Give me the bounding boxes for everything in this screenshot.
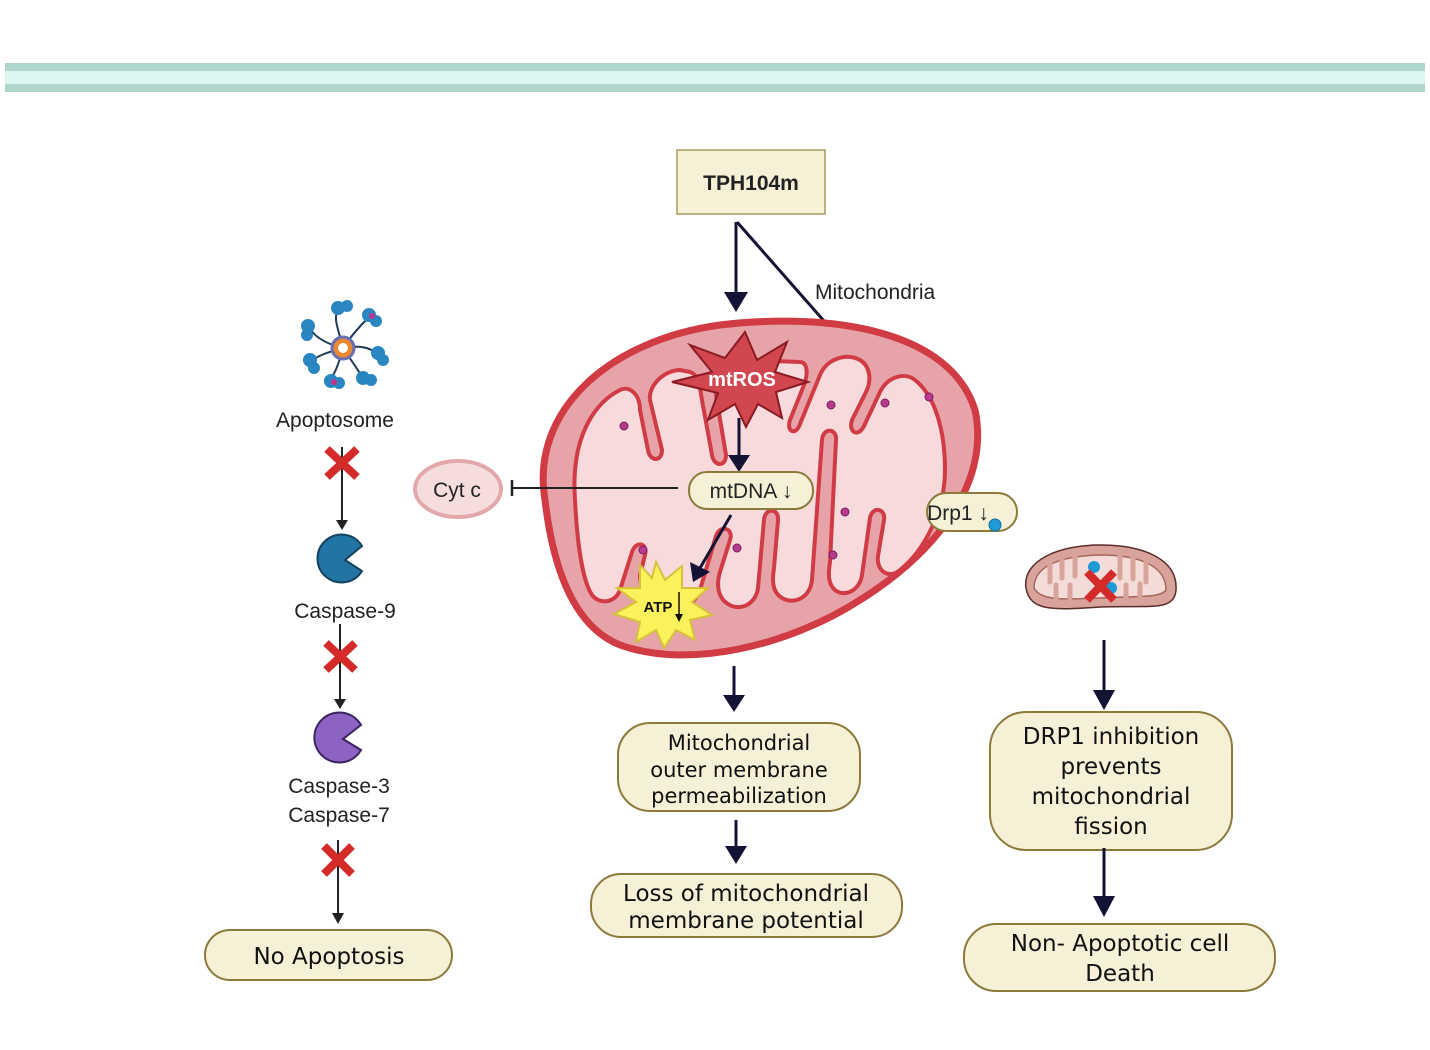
cyt-c-label: Cyt c [433,479,481,502]
drp1-label: Drp1 ↓ [927,502,989,525]
momp-box: Mitochondrial outer membrane permeabiliz… [617,722,861,812]
mtdna-box: mtDNA ↓ [688,471,814,510]
arrowhead-mtdna-to-atp [690,562,710,582]
arrowhead-drug-to-mito [724,292,748,312]
no-apoptosis-box: No Apoptosis [204,929,453,981]
momp-line-3: permeabilization [651,784,827,808]
drp1-box: Drp1 ↓ [926,492,1018,532]
mtros-label: mtROS [708,369,776,391]
inhibit-x-1 [324,446,360,480]
mitochondria-label: Mitochondria [815,281,936,304]
loss-line-2: membrane potential [628,908,863,934]
loss-line-1: Loss of mitochondrial [623,881,869,907]
atp-burst: ATP [611,559,715,651]
drp1-protein-dot [988,518,1002,532]
death-line-1: Non- Apoptotic cell [1011,931,1230,957]
caspase3-label: Caspase-3 [288,775,390,798]
drp1-inhibition-line-2: prevents [1060,754,1161,780]
mtros-burst: mtROS [671,330,812,430]
matrix-granules [619,392,934,560]
membrane-potential-box: Loss of mitochondrial membrane potential [590,873,903,938]
apoptosome-icon [301,300,389,389]
header-band [5,63,1425,92]
small-mitochondrion-icon [1025,544,1177,610]
drp1-inhibition-line-1: DRP1 inhibition [1023,724,1200,750]
drp1-inhibition-box: DRP1 inhibition prevents mitochondrial f… [989,711,1233,851]
non-apoptotic-death-box: Non- Apoptotic cell Death [963,923,1276,992]
caspase37-icon [313,711,363,764]
inhibit-x-3 [321,843,355,877]
momp-line-2: outer membrane [650,758,828,782]
death-line-2: Death [1085,961,1155,987]
inhibit-x-2 [323,640,358,673]
mitochondrion: mtROS mtDNA ↓ ATP Drp1 ↓ [539,317,1018,659]
drug-label: TPH104m [703,172,799,195]
caspase7-label: Caspase-7 [288,804,390,827]
header-band-inner [5,71,1425,84]
atp-label: ATP [644,599,673,616]
drp1-inhibition-line-3: mitochondrial [1032,784,1191,810]
momp-line-1: Mitochondrial [668,731,811,755]
apoptosome-label: Apoptosome [276,409,394,432]
drug-box: TPH104m [676,149,826,215]
fission-blocked-x-icon [1084,569,1117,603]
caspase9-icon [316,533,364,584]
arrowhead-mtros-to-mtdna [728,455,750,472]
cyt-c-node: Cyt c [413,459,503,519]
drp1-inhibition-line-4: fission [1074,814,1148,840]
no-apoptosis-label: No Apoptosis [253,944,404,970]
mtdna-label: mtDNA ↓ [710,480,793,503]
caspase9-label: Caspase-9 [294,600,396,623]
arrow-mtdna-to-atp [698,514,733,569]
